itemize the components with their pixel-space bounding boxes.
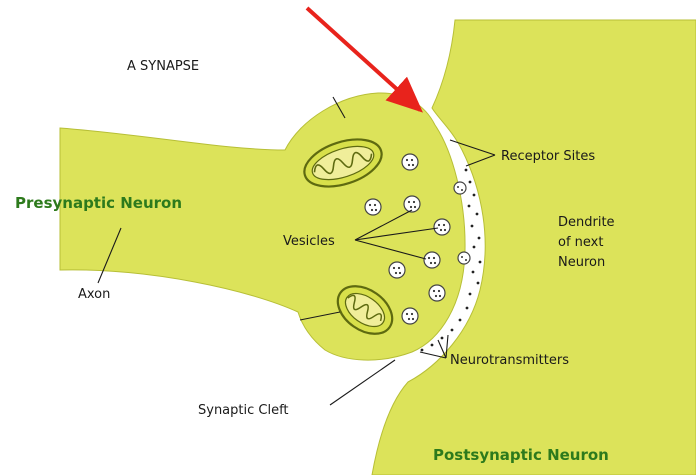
label-neurotransmitters: Neurotransmitters bbox=[450, 353, 569, 368]
label-postsynaptic-neuron: Postsynaptic Neuron bbox=[433, 446, 609, 464]
vesicle bbox=[434, 219, 450, 235]
vesicle bbox=[458, 252, 470, 264]
label-dendrite-line3: Neuron bbox=[558, 255, 605, 270]
label-dendrite-line2: of next bbox=[558, 235, 603, 250]
vesicle bbox=[429, 285, 445, 301]
vesicle bbox=[454, 182, 466, 194]
label-dendrite-line1: Dendrite bbox=[558, 215, 615, 230]
vesicle bbox=[404, 196, 420, 212]
vesicle bbox=[389, 262, 405, 278]
label-receptor-sites: Receptor Sites bbox=[501, 149, 595, 164]
vesicle bbox=[402, 308, 418, 324]
vesicle bbox=[365, 199, 381, 215]
label-axon: Axon bbox=[78, 287, 110, 302]
label-presynaptic-neuron: Presynaptic Neuron bbox=[15, 194, 182, 212]
vesicle bbox=[424, 252, 440, 268]
label-vesicles: Vesicles bbox=[283, 234, 335, 249]
diagram-title: A SYNAPSE bbox=[127, 59, 199, 74]
label-synaptic-cleft: Synaptic Cleft bbox=[198, 403, 289, 418]
vesicle bbox=[402, 154, 418, 170]
